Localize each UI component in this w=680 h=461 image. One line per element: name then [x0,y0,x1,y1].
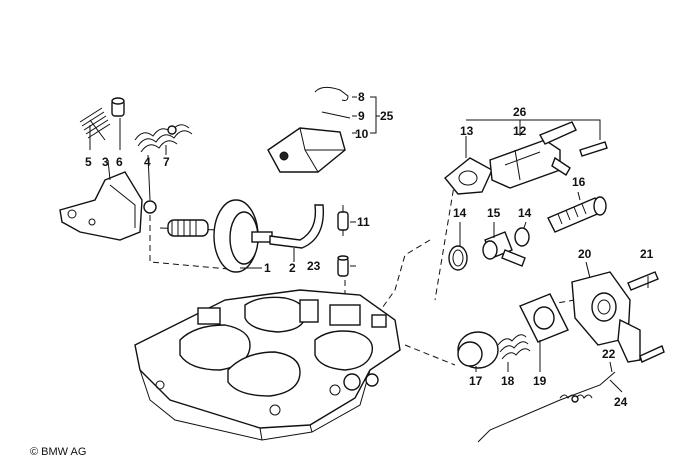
oring-part-14-left [448,245,468,271]
callout-4: 4 [144,155,151,169]
carburetor-body [134,289,401,441]
callout-20: 20 [578,247,592,261]
callout-18: 18 [501,374,515,388]
callout-14-left: 14 [453,206,467,220]
callout-7: 7 [163,155,170,169]
coil-spring-part-7 [134,124,193,153]
callout-11: 11 [357,215,370,229]
cover-part-19 [519,293,569,343]
callout-2: 2 [289,261,296,275]
clip-part-8 [314,86,349,101]
gasket-part-13 [444,157,493,195]
actuator-part-10 [267,127,346,173]
bushing-part-6 [111,97,125,117]
throttle-part-12 [489,121,577,189]
hose-part-2 [269,204,325,249]
callout-9: 9 [358,109,365,123]
callout-8: 8 [358,90,365,104]
sleeve-part-15 [482,231,526,267]
callout-19: 19 [533,374,547,388]
callout-13: 13 [460,124,474,138]
callout-10: 10 [355,127,369,141]
spring-part-5 [79,107,111,141]
pin-part-9 [321,111,351,119]
callout-25: 25 [380,109,394,123]
valve-part-23 [337,255,349,277]
rod-part-24 [477,371,616,443]
callout-24: 24 [614,395,628,409]
callout-1: 1 [264,261,271,275]
callout-23: 23 [307,259,321,273]
callout-14-right: 14 [518,206,532,220]
bracket-part-3 [59,171,143,241]
callout-12: 12 [513,124,527,138]
callout-26: 26 [513,105,527,119]
callout-16: 16 [572,175,586,189]
callout-6: 6 [116,155,123,169]
oring-part-14-right [514,227,530,247]
cap-part-17 [457,331,499,369]
leader-lines [89,96,649,393]
housing-part-20 [571,271,641,363]
callout-3: 3 [102,155,109,169]
vacuum-diaphragm-part-1 [159,199,273,273]
nut-part-4 [143,200,157,214]
shaft-part-16 [547,196,607,233]
screw-part-21 [627,271,659,291]
callout-17: 17 [469,374,483,388]
callout-15: 15 [487,206,501,220]
screw-part-22 [639,345,665,363]
callout-5: 5 [85,155,92,169]
valve-part-11 [337,205,349,236]
screw-part-26 [579,141,608,157]
copyright-notice: © BMW AG [30,446,86,458]
callout-21: 21 [640,247,654,261]
spring-part-18 [497,334,531,360]
callout-22: 22 [602,347,616,361]
